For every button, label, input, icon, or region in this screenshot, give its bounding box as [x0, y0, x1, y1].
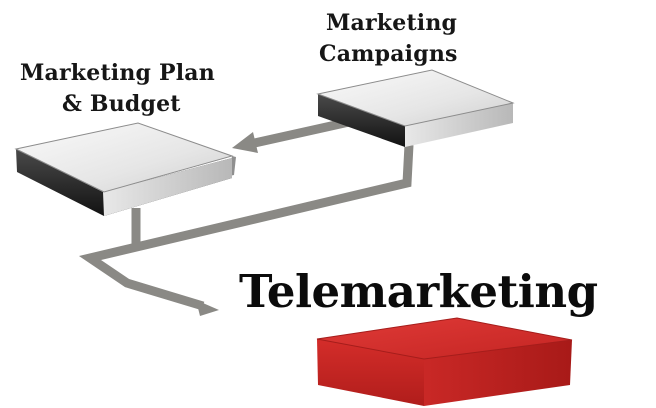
marketing-plan-label-line1: Marketing Plan: [20, 60, 215, 86]
arrowhead-telemarketing: [196, 300, 219, 316]
connector-campaigns-to-plan: [232, 115, 363, 153]
telemarketing-label: Telemarketing: [239, 265, 598, 318]
marketing-campaigns-label-line1: Marketing: [326, 10, 457, 36]
arrowhead-plan: [232, 132, 258, 153]
marketing-campaigns-box: [316, 69, 515, 147]
marketing-plan-box: [14, 122, 236, 216]
telemarketing-box: [316, 317, 573, 406]
connector-campaigns-to-telemarketing: [78, 144, 414, 316]
marketing-campaigns-label-line2: Campaigns: [319, 41, 458, 67]
marketing-plan-label-line2: & Budget: [62, 91, 181, 117]
